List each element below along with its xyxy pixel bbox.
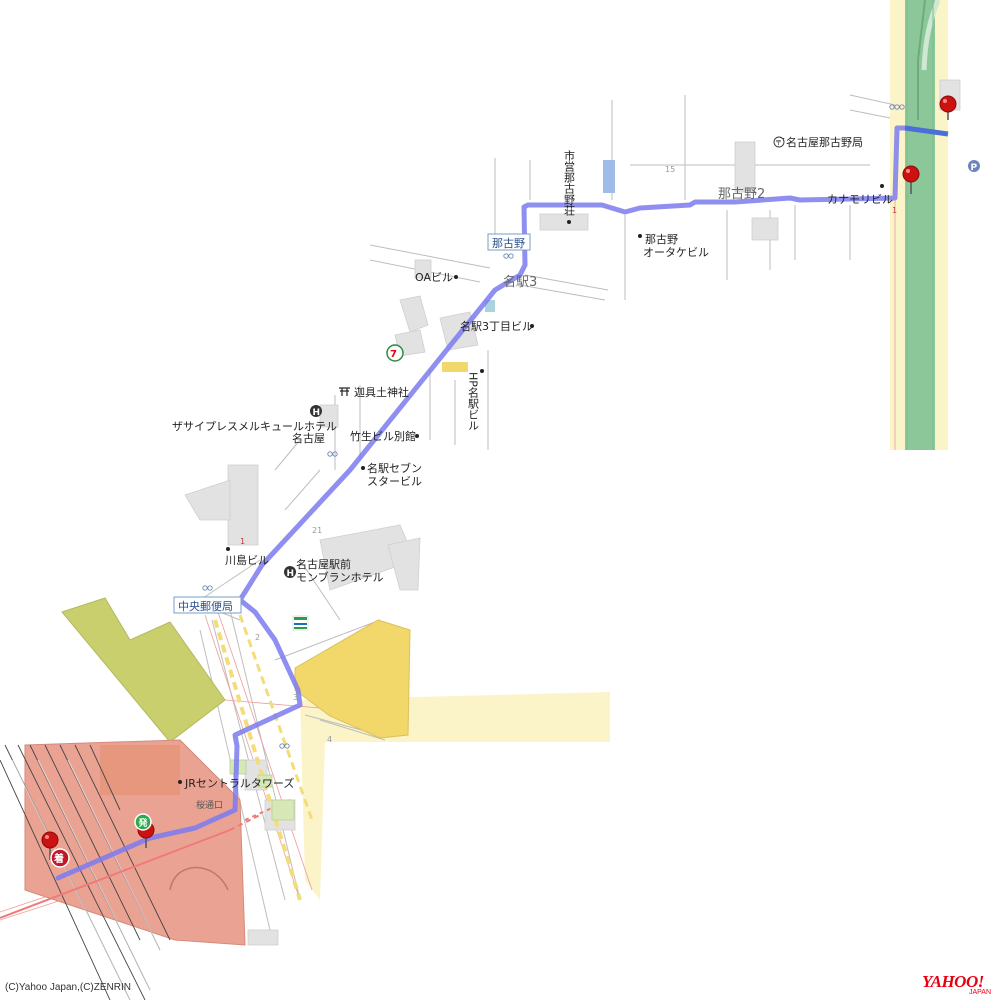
svg-text:4: 4	[327, 735, 332, 744]
yahoo-logo-text: YAHOO!	[922, 972, 984, 991]
nagono-ota-bldg-label-2: オータケビル	[643, 246, 709, 259]
meieki3chome-bldg-label: 名駅3丁目ビル	[460, 319, 533, 333]
station-label-chuo-yubinkyoku[interactable]: 中央郵便局	[173, 596, 242, 614]
jr-central-towers-label: JRセントラルタワーズ	[184, 776, 294, 790]
yellow-small-block	[442, 362, 468, 372]
pin-icon[interactable]	[41, 831, 59, 860]
district-labels: 那古野2 名駅3	[503, 187, 765, 290]
parking-icon: P	[968, 160, 980, 173]
yahoo-logo-sub: JAPAN	[968, 989, 991, 996]
nagono-ota-bldg-label-1: 那古野	[645, 233, 678, 246]
pond	[485, 300, 495, 312]
water-block	[603, 160, 615, 193]
svg-text:〒: 〒	[775, 139, 782, 147]
yahoo-logo[interactable]: YAHOO! JAPAN	[922, 973, 997, 999]
seven-eleven-icon: 7	[386, 344, 404, 362]
expressway	[890, 0, 948, 450]
post-office-icon: 〒	[773, 136, 785, 148]
svg-text:21: 21	[312, 526, 322, 535]
svg-text:中央郵便局: 中央郵便局	[178, 600, 233, 613]
seven-star-label-2: スタービル	[367, 475, 422, 488]
takeo-bldg-label: 竹生ビル別館	[350, 429, 416, 443]
meieki3-label: 名駅3	[503, 274, 537, 290]
svg-text:P: P	[971, 163, 978, 173]
pin-icon[interactable]	[902, 165, 920, 194]
shiei-nagono-so-label: 市営那古野荘	[563, 149, 576, 217]
svg-text:1: 1	[240, 537, 245, 546]
hp-meieki-bldg-label: HP名駅ビル	[467, 372, 480, 431]
large-building	[61, 597, 226, 743]
shrine-icon	[339, 387, 350, 396]
kanamori-bldg-label: カナモリビル	[827, 193, 893, 206]
svg-text:7: 7	[390, 349, 397, 360]
svg-text:15: 15	[665, 165, 675, 174]
cypress-hotel-label-1: ザサイプレスメルキュールホテル	[172, 420, 337, 433]
start-marker[interactable]: 発	[134, 813, 152, 831]
svg-text:着: 着	[53, 852, 64, 865]
hotel-icon: H	[310, 405, 322, 418]
svg-text:H: H	[287, 569, 295, 579]
svg-text:H: H	[313, 408, 321, 418]
montblanc-hotel-label-1: 名古屋駅前	[296, 557, 351, 571]
arrival-marker[interactable]: 着	[50, 848, 70, 868]
station-label-nagono[interactable]: 那古野	[487, 233, 531, 251]
familymart-icon	[292, 615, 309, 631]
pin-icon[interactable]	[939, 95, 957, 120]
svg-text:2: 2	[255, 633, 260, 642]
route-path	[55, 125, 949, 881]
hotel-icon: H	[284, 566, 296, 579]
montblanc-hotel-label-2: モンブランホテル	[296, 570, 384, 584]
nagono2-label: 那古野2	[718, 187, 765, 202]
svg-text:発: 発	[138, 817, 149, 829]
cypress-hotel-label-2: 名古屋	[292, 431, 325, 445]
svg-text:那古野: 那古野	[492, 237, 525, 250]
kumogu-shrine-label: 迦具土神社	[354, 385, 409, 399]
copyright-text: (C)Yahoo Japan,(C)ZENRIN	[5, 982, 131, 993]
block-numbers: 15 21 1 2 3 4 1	[240, 165, 897, 744]
svg-text:1: 1	[892, 206, 897, 215]
bus-stop-icon	[202, 104, 905, 749]
nagono-post-label: 〒名古屋那古野局	[775, 135, 863, 149]
oa-bldg-label: OAビル	[415, 271, 453, 284]
green-plaza	[229, 759, 295, 821]
sakuradori-exit-label: 桜通口	[196, 799, 223, 811]
kawashima-bldg-label: 川島ビル	[225, 553, 269, 567]
svg-text:3: 3	[293, 693, 298, 702]
seven-star-label-1: 名駅セブン	[367, 461, 422, 475]
building-labels: 市営那古野荘 〒名古屋那古野局 カナモリビル 那古野 オータケビル OAビル 名…	[172, 135, 893, 811]
